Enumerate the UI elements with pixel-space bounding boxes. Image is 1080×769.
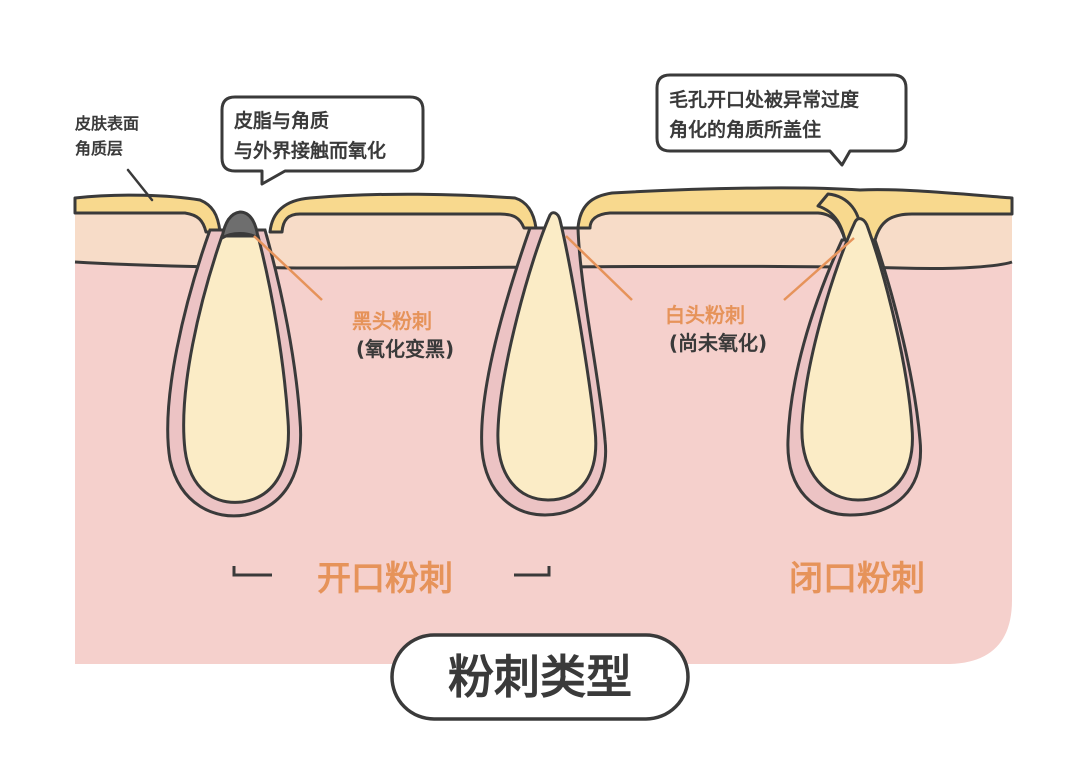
stratum-corneum-left [73,193,222,234]
blackhead-leader [253,235,323,301]
skin-surface-line-1: 皮肤表面 [74,114,139,133]
main-title-pill [390,633,690,721]
open-comedone-group: 开口粉刺 [232,559,551,599]
sebum-plug-3 [800,217,914,502]
closed-callout: 毛孔开口处被异常过度 角化的角质所盖住 [655,73,908,167]
closed-comedone-pore [786,217,923,517]
whitehead-note: (尚未氧化) [669,331,767,355]
sebum-plug-2 [496,211,598,502]
skin-surface-label: 皮肤表面 角质层 [74,114,154,202]
blackhead-label: 黑头粉刺 [352,309,432,333]
open-comedone-title: 开口粉刺 [317,559,453,599]
closed-line-2: 角化的角质所盖住 [669,118,821,141]
main-title: 粉刺类型 [448,650,632,704]
whitehead-label: 白头粉刺 [665,303,745,327]
oxidation-bubble [220,95,425,186]
sebum-plug-1 [182,234,290,504]
skin-surface-pointer [126,168,154,202]
main-title-badge: 粉刺类型 [390,633,690,721]
stratum-corneum-middle [268,192,538,234]
blackhead-cap [219,210,260,241]
oxidation-line-1: 皮脂与角质 [234,109,329,132]
oxidation-callout: 皮脂与角质 与外界接触而氧化 [220,95,425,186]
blackhead-note: (氧化变黑) [356,337,454,361]
closed-comedone-title: 闭口粉刺 [789,559,925,599]
closed-line-1: 毛孔开口处被异常过度 [669,88,860,111]
whitehead-pore [480,211,608,517]
blackhead-pore [166,210,303,518]
skin-surface-line-2: 角质层 [75,139,123,158]
closed-leader [783,237,855,301]
whitehead-leader [565,235,633,301]
closed-bubble [655,73,908,167]
open-bracket-left [232,566,272,577]
open-bracket-right [514,566,551,577]
stratum-corneum-right [576,186,1014,242]
oxidation-line-2: 与外界接触而氧化 [234,139,386,162]
